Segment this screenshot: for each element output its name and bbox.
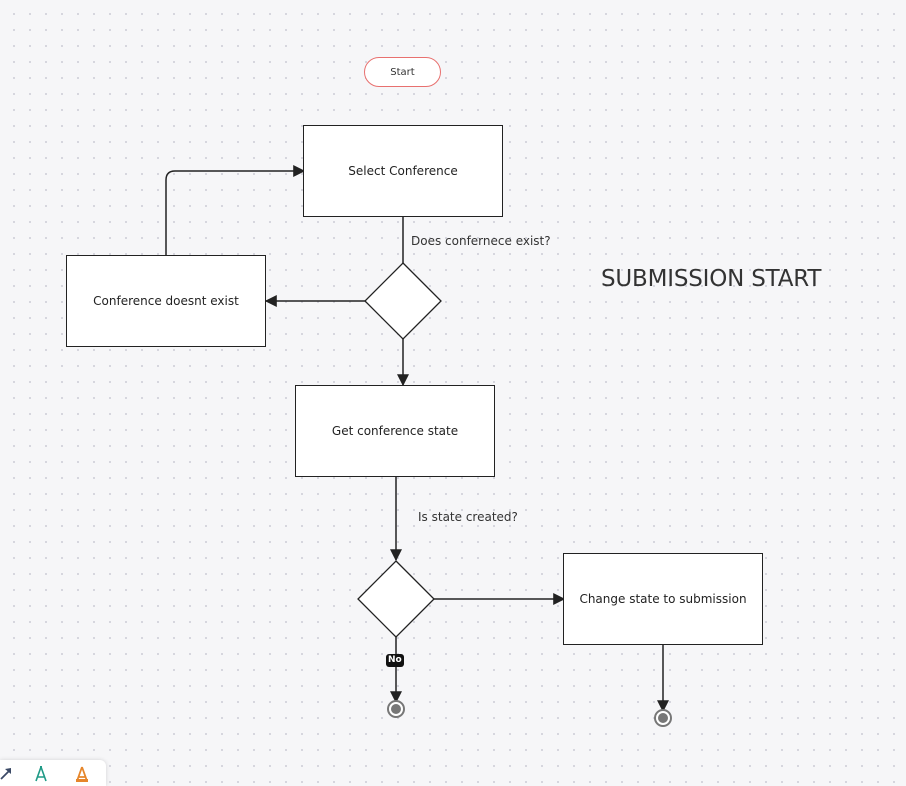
select-conference-label: Select Conference [348, 164, 458, 178]
process-change-state[interactable]: Change state to submission [563, 553, 763, 645]
decision-conference-exists[interactable] [364, 262, 442, 340]
decision-state-created[interactable] [357, 560, 435, 638]
process-conference-not-exist[interactable]: Conference doesnt exist [66, 255, 266, 347]
end-node-left[interactable] [387, 700, 405, 718]
end-node-right[interactable] [654, 709, 672, 727]
start-node-label: Start [390, 66, 415, 78]
drawing-toolbar [0, 760, 106, 786]
connector-loop-back [165, 165, 306, 255]
edge-label-conference-exists: Does confernece exist? [411, 234, 551, 248]
process-get-conference-state[interactable]: Get conference state [295, 385, 495, 477]
edge-label-no: No [386, 654, 404, 667]
process-select-conference[interactable]: Select Conference [303, 125, 503, 217]
edge-label-state-created: Is state created? [418, 510, 518, 524]
get-state-label: Get conference state [331, 424, 459, 438]
arrow-pointer-icon[interactable] [0, 764, 16, 784]
highlighter-tool-icon[interactable] [72, 764, 92, 784]
diagram-title: SUBMISSION START [601, 266, 822, 292]
change-state-label: Change state to submission [579, 592, 747, 606]
pen-tool-icon[interactable] [31, 764, 51, 784]
start-node[interactable]: Start [364, 57, 441, 87]
conference-not-exist-label: Conference doesnt exist [93, 294, 239, 308]
